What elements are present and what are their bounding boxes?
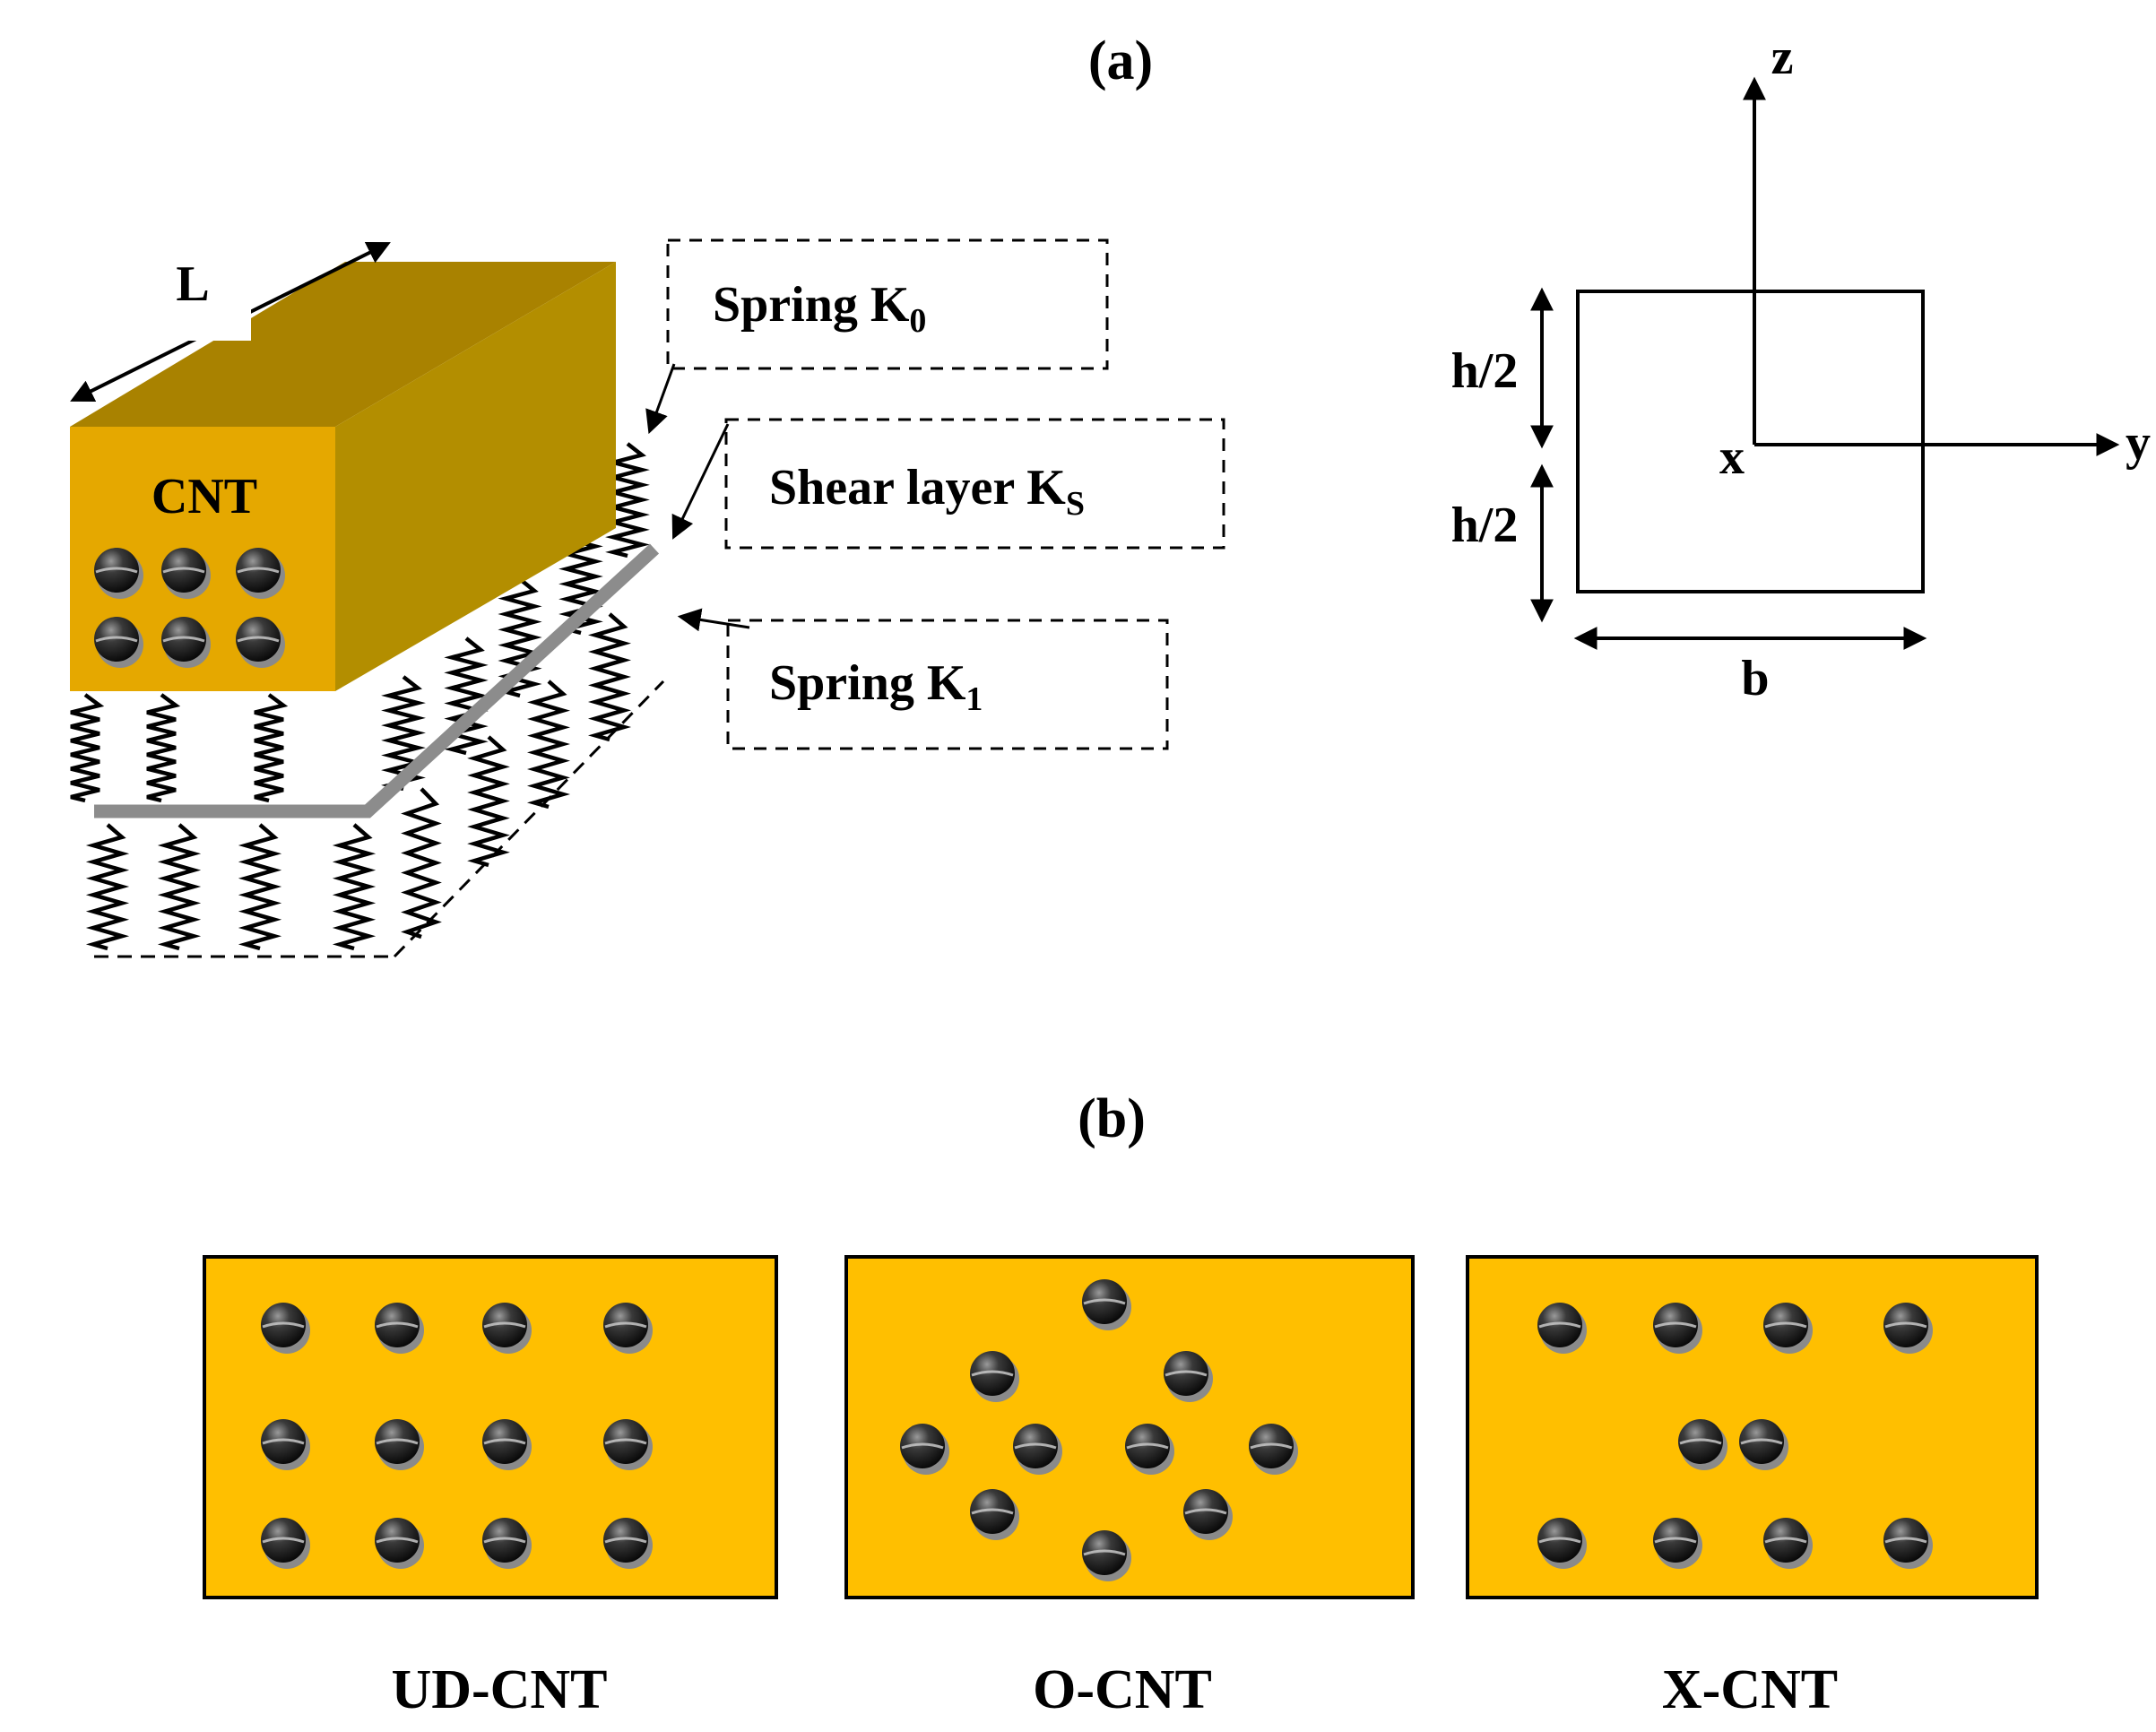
shear-layer-line — [94, 543, 660, 818]
shear-layer-text: Shear layer KS — [769, 460, 1085, 523]
length-label: L — [176, 256, 209, 312]
shear-layer-callout: Shear layer KS — [671, 418, 1225, 550]
cnt-beam: CNT — [70, 262, 616, 691]
spring-coil — [332, 823, 377, 951]
spring-coil — [444, 637, 489, 756]
spring-coil — [238, 823, 282, 951]
lower-half-height-label: h/2 — [1451, 498, 1519, 553]
spring-coil — [85, 823, 130, 951]
z-axis-label: z — [1771, 30, 1794, 85]
panel-a-label: (a) — [1088, 30, 1153, 91]
spring-k0-box — [666, 238, 1109, 370]
beam-material-label: CNT — [152, 469, 257, 524]
spring-k0-pointer — [645, 363, 676, 435]
spring-k1-callout: Spring K1 — [677, 608, 1169, 750]
cross-section-rectangle — [1576, 290, 1925, 593]
distribution-ud-cnt: UD-CNT — [203, 1255, 778, 1720]
spring-k1-text: Spring K1 — [769, 655, 983, 718]
y-axis-label: y — [2126, 415, 2151, 471]
width-label: b — [1741, 651, 1769, 706]
x-axis-label: x — [1719, 429, 1745, 485]
spring-k1-box — [726, 619, 1169, 750]
spring-coil — [146, 693, 181, 803]
spring-k0-callout: Spring K0 — [645, 238, 1109, 435]
spring-k0-text: Spring K0 — [713, 277, 926, 340]
upper-half-height-label: h/2 — [1451, 343, 1519, 399]
shear-layer-box — [724, 418, 1225, 550]
spring-coil — [526, 680, 571, 810]
spring-coil — [254, 693, 289, 803]
o-cnt-label: O-CNT — [1033, 1659, 1212, 1720]
spring-coil — [401, 787, 442, 940]
x-cnt-label: X-CNT — [1662, 1659, 1838, 1720]
foundation-outline — [94, 680, 665, 958]
distribution-x-cnt: X-CNT — [1466, 1255, 2039, 1720]
beam-side-face — [335, 262, 616, 691]
panel-b-label: (b) — [1078, 1088, 1146, 1149]
shear-layer-pointer — [671, 423, 730, 540]
spring-coil — [467, 735, 510, 868]
cross-section: z y x h/2 h/2 b — [1451, 30, 2151, 706]
spring-coil — [70, 693, 105, 803]
distribution-o-cnt: O-CNT — [844, 1255, 1415, 1720]
spring-coil — [605, 442, 650, 559]
spring-coil — [157, 823, 202, 951]
spring-coil — [587, 612, 632, 742]
ud-cnt-label: UD-CNT — [391, 1659, 607, 1720]
length-label-gap — [161, 269, 251, 341]
spring-k1-pointer — [677, 608, 750, 632]
